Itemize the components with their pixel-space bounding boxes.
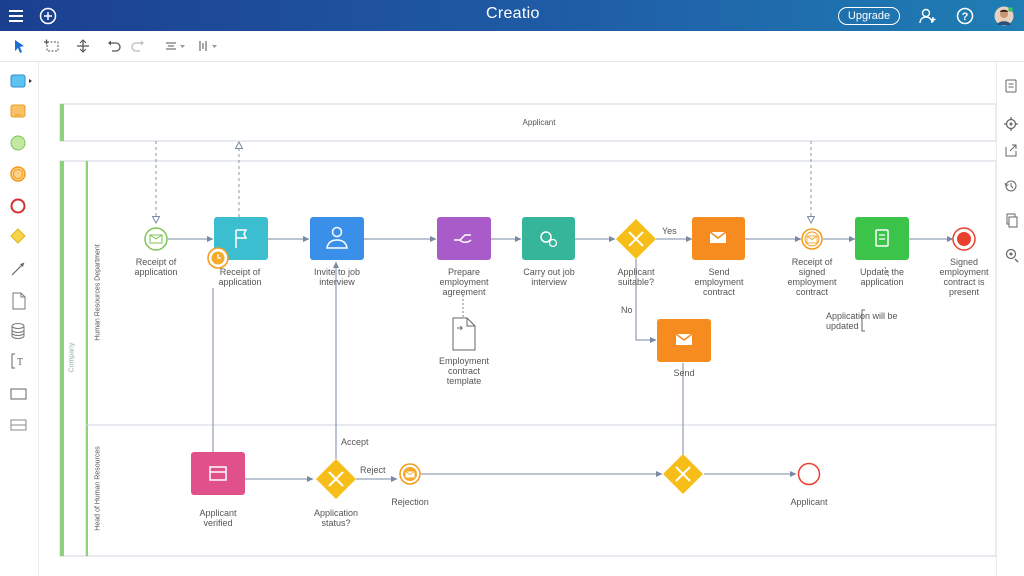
applicant-pool[interactable] — [59, 103, 996, 142]
send-task[interactable] — [657, 319, 711, 362]
diagram-canvas[interactable]: Applicant Company Human Resources Depart… — [39, 62, 996, 576]
user-task-tool[interactable] — [10, 74, 32, 88]
signed-end-label: Signed employment contract is present — [939, 257, 989, 297]
receipt-start-event[interactable] — [144, 227, 168, 251]
interview-task[interactable] — [522, 217, 575, 260]
send-label: Send — [673, 368, 695, 378]
receipt-task-label: Receipt of application — [218, 267, 262, 287]
right-panel — [996, 62, 1024, 576]
update-app-label: Update the application — [859, 267, 905, 287]
menu-icon[interactable] — [6, 0, 26, 31]
interview-label: Carry out job interview — [523, 267, 575, 287]
diagnostics-icon[interactable] — [1005, 248, 1019, 263]
distribute-dropdown-icon[interactable] — [196, 37, 220, 55]
status-label: Application status? — [313, 508, 359, 528]
prepare-label: Prepare employment agreement — [439, 267, 489, 297]
accept-flow-label: Accept — [341, 437, 369, 447]
upgrade-button[interactable]: Upgrade — [838, 7, 900, 25]
avatar[interactable] — [993, 0, 1015, 31]
receipt-start-label: Receipt of application — [134, 257, 178, 277]
invite-label: Invite to job interview — [313, 267, 361, 287]
suitable-gateway[interactable] — [616, 219, 656, 259]
applicant-end-event[interactable] — [797, 462, 821, 486]
svg-text:T: T — [17, 357, 23, 368]
send-contract-label: Send employment contract — [694, 267, 744, 297]
element-palette: T — [0, 62, 39, 576]
pool-tool[interactable] — [10, 388, 27, 400]
rejection-event[interactable] — [399, 463, 421, 485]
verified-task[interactable] — [191, 452, 245, 495]
signed-end-event[interactable] — [952, 227, 976, 251]
add-user-icon[interactable] — [918, 0, 938, 31]
contract-template-document[interactable] — [452, 317, 476, 351]
head-hr-lane-label: Head of Human Resources — [94, 446, 102, 531]
invite-task[interactable] — [310, 217, 364, 260]
copy-icon[interactable] — [1006, 213, 1018, 228]
export-icon[interactable] — [1005, 144, 1017, 157]
company-pool-label: Company — [68, 342, 76, 373]
hr-lane-label: Human Resources Department — [94, 244, 102, 341]
applicant-end-label: Applicant — [790, 497, 828, 507]
intermediate-event-tool[interactable] — [10, 166, 26, 182]
rejection-label: Rejection — [391, 497, 429, 507]
applicant-pool-label: Applicant — [522, 118, 556, 127]
annotation-tool[interactable]: T — [11, 353, 23, 369]
settings-icon[interactable] — [1004, 117, 1018, 131]
update-app-task[interactable] — [855, 217, 909, 260]
data-store-tool[interactable] — [11, 323, 25, 339]
status-gateway[interactable] — [316, 459, 356, 499]
doc-label: Employment contract template — [438, 356, 490, 386]
lasso-select-icon[interactable] — [42, 37, 62, 55]
help-icon[interactable]: ? — [955, 0, 975, 31]
redo-icon[interactable] — [130, 37, 146, 55]
receipt-task[interactable] — [207, 217, 268, 269]
gateway-tool[interactable] — [10, 228, 26, 244]
prepare-task[interactable] — [437, 217, 491, 260]
suitable-label: Applicant suitable? — [617, 267, 655, 287]
toolbar — [0, 31, 1024, 62]
end-event-tool[interactable] — [10, 198, 26, 214]
receipt-signed-event[interactable] — [801, 228, 823, 250]
svg-text:?: ? — [962, 11, 969, 23]
connector-tool[interactable] — [11, 262, 25, 276]
app-logo[interactable]: Creatio — [486, 5, 540, 22]
lane-tool[interactable] — [10, 419, 27, 431]
no-flow-label: No — [621, 305, 633, 315]
pointer-tool-icon[interactable] — [12, 37, 28, 55]
align-dropdown-icon[interactable] — [164, 37, 188, 55]
annotation-text: Application will be updated — [826, 311, 898, 331]
diagram-svg — [59, 103, 996, 557]
merge-gateway[interactable] — [663, 454, 703, 494]
space-tool-icon[interactable] — [74, 37, 92, 55]
annotation-bracket — [861, 309, 865, 332]
sequence-flows — [168, 236, 954, 482]
top-bar: Creatio Upgrade ? — [0, 0, 1024, 31]
start-event-tool[interactable] — [10, 135, 26, 151]
yes-flow-label: Yes — [662, 226, 677, 236]
undo-icon[interactable] — [106, 37, 122, 55]
history-icon[interactable] — [1004, 180, 1017, 192]
document-tool[interactable] — [12, 292, 26, 310]
receipt-signed-label: Receipt of signed employment contract — [787, 257, 837, 297]
properties-icon[interactable] — [1005, 79, 1017, 93]
add-circle-icon[interactable] — [38, 0, 58, 31]
send-contract-task[interactable] — [692, 217, 745, 260]
subprocess-tool[interactable] — [10, 104, 26, 118]
verified-label: Applicant verified — [199, 508, 237, 528]
reject-flow-label: Reject — [360, 465, 386, 475]
message-flows — [156, 141, 811, 223]
